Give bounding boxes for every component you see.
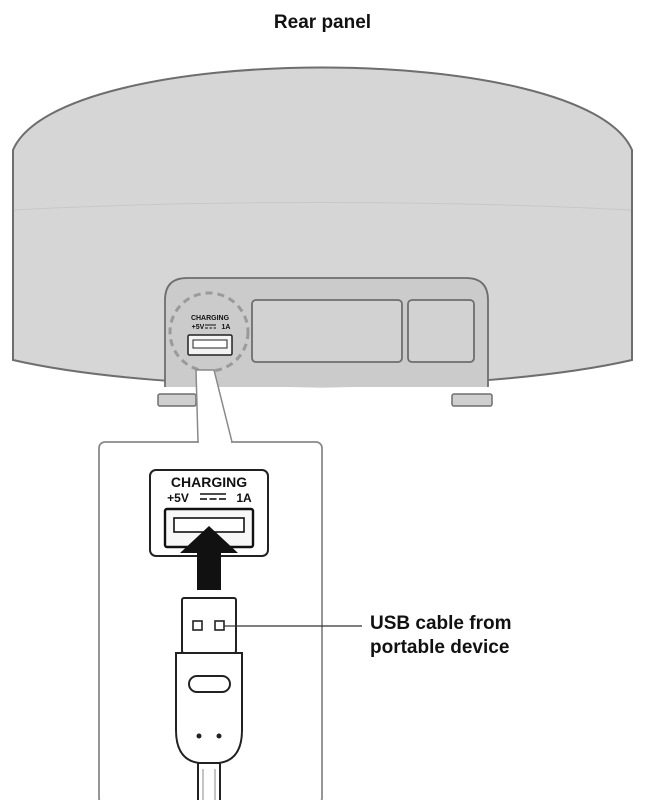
port-label-line1: CHARGING — [171, 474, 247, 490]
cover-panel-small — [407, 299, 475, 363]
dc-symbol — [200, 493, 226, 500]
cover-panel-large — [251, 299, 403, 363]
small-port-label-line1: CHARGING — [191, 315, 230, 322]
right-foot — [451, 393, 493, 407]
plug-contact-left — [192, 620, 203, 631]
plug-grip — [188, 675, 231, 693]
left-foot — [157, 393, 197, 407]
callout-line2: portable device — [370, 637, 510, 658]
plug-contact-right — [214, 620, 225, 631]
grip-dot-right — [216, 733, 222, 739]
small-port-label-voltage: +5V — [192, 324, 205, 331]
callout-line1: USB cable from — [370, 613, 512, 634]
usb-cable-callout: USB cable from portable device — [370, 612, 511, 660]
usb-port-large: CHARGING +5V 1A — [149, 469, 269, 557]
usb-cable-plug — [175, 597, 243, 800]
diagram-title: Rear panel — [273, 12, 372, 33]
insert-arrow — [180, 526, 238, 590]
port-label-current: 1A — [236, 491, 252, 505]
small-port-label-current: 1A — [222, 324, 231, 331]
port-label-voltage: +5V — [167, 491, 189, 505]
usb-port-small: CHARGING +5V 1A — [187, 315, 233, 356]
small-dc-symbol — [205, 324, 216, 329]
grip-dot-left — [196, 733, 202, 739]
